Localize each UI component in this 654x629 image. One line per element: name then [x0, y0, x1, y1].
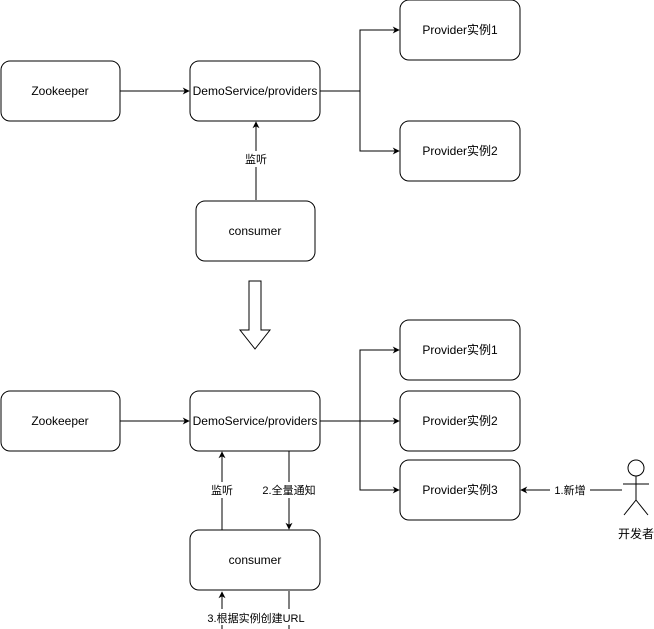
top-diagram: 监听 Zookeeper DemoService/providers Provi… [0, 0, 521, 262]
transition-down-arrow-icon [238, 280, 272, 350]
actor-label: 开发者 [618, 526, 654, 541]
edge-label-add-new: 1.新增 [554, 483, 585, 497]
node-label: DemoService/providers [193, 84, 318, 98]
node-label: Provider实例2 [422, 143, 498, 158]
edge-label-bg [200, 609, 310, 625]
node-consumer-top[interactable]: consumer [195, 200, 316, 262]
node-provider2-bottom[interactable]: Provider实例2 [399, 390, 521, 452]
node-label: Provider实例1 [422, 342, 498, 357]
node-label: Provider实例3 [422, 482, 498, 497]
edge-demoservice-to-provider1-top [320, 26, 400, 92]
node-provider3-bottom[interactable]: Provider实例3 [399, 459, 521, 521]
node-label: consumer [229, 224, 282, 238]
edge-label-bg [260, 482, 320, 498]
edge-label-create-url: 3.根据实例创建URL [207, 611, 304, 625]
node-provider1-bottom[interactable]: Provider实例1 [399, 319, 521, 381]
node-provider1-top[interactable]: Provider实例1 [399, 0, 521, 61]
node-zookeeper-bottom[interactable]: Zookeeper [0, 390, 121, 452]
edge-label-listen-top: 监听 [245, 153, 267, 166]
stick-figure-icon [623, 459, 649, 516]
edge-label-bg [204, 482, 240, 498]
node-zookeeper-top[interactable]: Zookeeper [0, 60, 121, 122]
node-label: DemoService/providers [193, 414, 318, 428]
node-demoservice-top[interactable]: DemoService/providers [189, 60, 321, 122]
node-label: Provider实例1 [422, 22, 498, 37]
edge-demoservice-to-provider3-bottom [359, 421, 400, 494]
node-demoservice-bottom[interactable]: DemoService/providers [189, 390, 321, 452]
node-label: consumer [229, 553, 282, 567]
node-provider2-top[interactable]: Provider实例2 [399, 120, 521, 182]
actor-developer[interactable]: 开发者 [618, 459, 654, 541]
node-consumer-bottom[interactable]: consumer [189, 529, 321, 591]
edge-label-full-notify: 2.全量通知 [262, 483, 315, 497]
edge-label-bg [550, 482, 590, 498]
bottom-diagram: 监听 2.全量通知 3.根据实例创建URL 1.新增 Zookeeper Dem… [0, 319, 654, 629]
edge-demoservice-to-provider1-bottom [320, 346, 400, 422]
edge-demoservice-to-provider2-top [359, 91, 400, 155]
edge-label-bg [238, 151, 274, 167]
node-label: Zookeeper [31, 414, 88, 428]
node-label: Zookeeper [31, 84, 88, 98]
node-label: Provider实例2 [422, 413, 498, 428]
edge-label-listen-bottom: 监听 [211, 484, 233, 497]
